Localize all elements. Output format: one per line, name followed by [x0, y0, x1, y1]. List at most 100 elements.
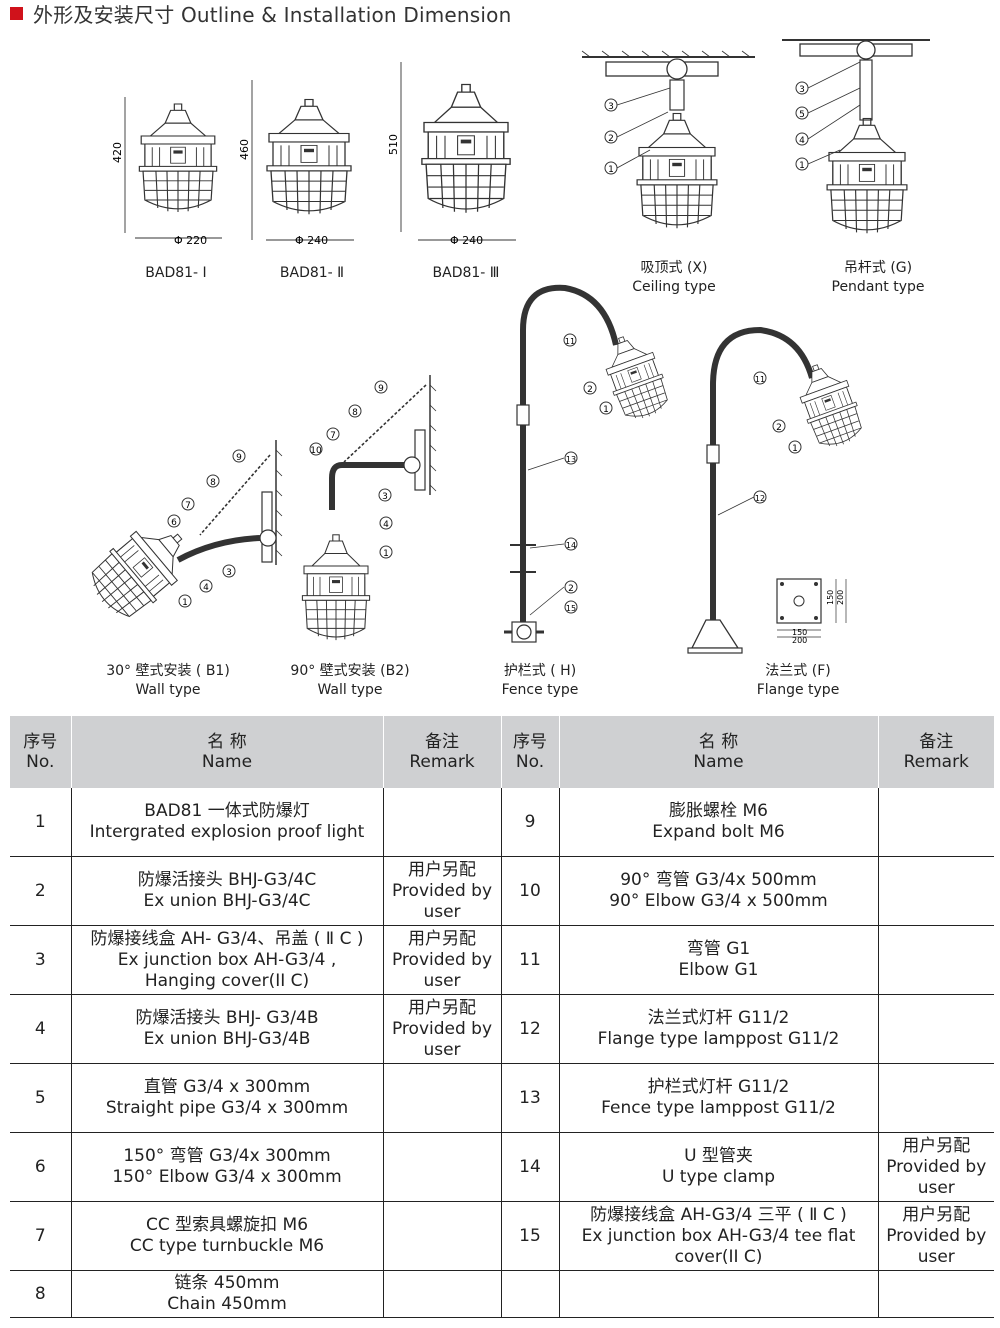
svg-text:2: 2	[608, 134, 614, 144]
svg-text:4: 4	[383, 520, 389, 530]
cell-name: 防爆接线盒 AH- G3/4、吊盖 ( Ⅱ C )Ex junction box…	[71, 925, 384, 995]
cell-remark	[878, 788, 994, 857]
svg-text:3: 3	[799, 85, 805, 95]
red-square-icon	[10, 6, 23, 20]
caption-wall30: 30° 壁式安装 ( B1)Wall type	[106, 663, 230, 698]
svg-text:6: 6	[171, 518, 177, 528]
svg-text:2: 2	[568, 584, 574, 594]
cell-remark	[383, 1132, 502, 1202]
wall30-type-drawing: 9 8 7 6 4 3 1	[80, 440, 283, 628]
cell-remark	[878, 1063, 994, 1133]
svg-text:2: 2	[587, 385, 593, 395]
svg-text:200: 200	[836, 590, 845, 605]
installation-drawings: 420 Φ 220 460 Φ 240 5 10 Φ 240 3 2 1 3 5 …	[80, 39, 930, 654]
svg-text:1: 1	[383, 549, 389, 559]
dim-h1: 420	[111, 142, 124, 163]
cell-no: 8	[10, 1270, 72, 1318]
model-1-drawing	[124, 97, 222, 239]
cell-no: 10	[501, 856, 560, 926]
cell-remark	[383, 1270, 502, 1318]
svg-text:150: 150	[792, 628, 807, 637]
caption-ceiling: 吸顶式 (X)Ceiling type	[632, 260, 716, 295]
dim-h2: 460	[238, 139, 251, 160]
svg-text:5: 5	[799, 110, 805, 120]
caption-flange: 法兰式 (F)Flange type	[756, 663, 840, 698]
caption-pendant: 吊杆式 (G)Pendant type	[831, 260, 925, 295]
svg-text:11: 11	[755, 375, 765, 384]
dim-w1: Φ 220	[174, 234, 207, 247]
svg-text:150: 150	[826, 590, 835, 605]
cell-remark	[383, 788, 502, 857]
svg-text:1: 1	[182, 598, 188, 608]
svg-text:10: 10	[310, 446, 322, 456]
svg-text:7: 7	[330, 431, 336, 441]
svg-text:11: 11	[565, 337, 575, 346]
cell-no: 1	[10, 788, 72, 857]
pendant-type-drawing: 3 5 4 1	[782, 39, 930, 234]
svg-text:8: 8	[352, 408, 358, 418]
cell-no: 9	[501, 788, 560, 857]
cell-no: 11	[501, 925, 560, 995]
svg-text:15: 15	[566, 604, 576, 613]
cell-name	[559, 1270, 879, 1318]
svg-text:8: 8	[210, 478, 216, 488]
svg-text:4: 4	[799, 136, 805, 146]
caption-wall90: 90° 壁式安装 (B2)Wall type	[290, 663, 410, 698]
fence-type-drawing: 11 2 1 13 14 2 15	[504, 284, 675, 643]
cell-no: 3	[10, 925, 72, 995]
svg-text:2: 2	[776, 423, 782, 433]
svg-text:3: 3	[382, 492, 388, 502]
svg-text:3: 3	[608, 102, 614, 112]
svg-text:12: 12	[755, 494, 765, 503]
cell-remark	[878, 856, 994, 926]
cell-no	[501, 1270, 560, 1318]
ceiling-type-drawing: 3 2 1	[581, 50, 755, 229]
cell-remark	[383, 1201, 502, 1271]
cell-name: 防爆接线盒 AH-G3/4 三平 ( Ⅱ C )Ex junction box …	[559, 1201, 879, 1271]
svg-text:3: 3	[226, 568, 232, 578]
dim-w2: Φ 240	[295, 234, 328, 247]
svg-text:1: 1	[799, 161, 805, 171]
table-row: 3 防爆接线盒 AH- G3/4、吊盖 ( Ⅱ C )Ex junction b…	[10, 925, 994, 995]
svg-text:7: 7	[185, 501, 191, 511]
section-title: 外形及安装尺寸 Outline & Installation Dimension	[33, 2, 512, 27]
cell-remark	[878, 1270, 994, 1318]
cell-no: 7	[10, 1201, 72, 1271]
svg-text:1: 1	[608, 165, 614, 175]
flange-type-drawing: 11 2 1 12 150 200 150 200	[687, 326, 869, 654]
svg-text:1: 1	[603, 405, 609, 415]
svg-text:14: 14	[566, 541, 576, 550]
svg-text:4: 4	[203, 583, 209, 593]
cell-remark	[878, 994, 994, 1064]
cell-no: 6	[10, 1132, 72, 1202]
dim-w3: Φ 240	[450, 234, 483, 247]
svg-text:13: 13	[566, 455, 576, 464]
model-2-drawing	[251, 80, 354, 241]
cell-remark	[383, 1063, 502, 1133]
cell-no: 2	[10, 856, 72, 926]
